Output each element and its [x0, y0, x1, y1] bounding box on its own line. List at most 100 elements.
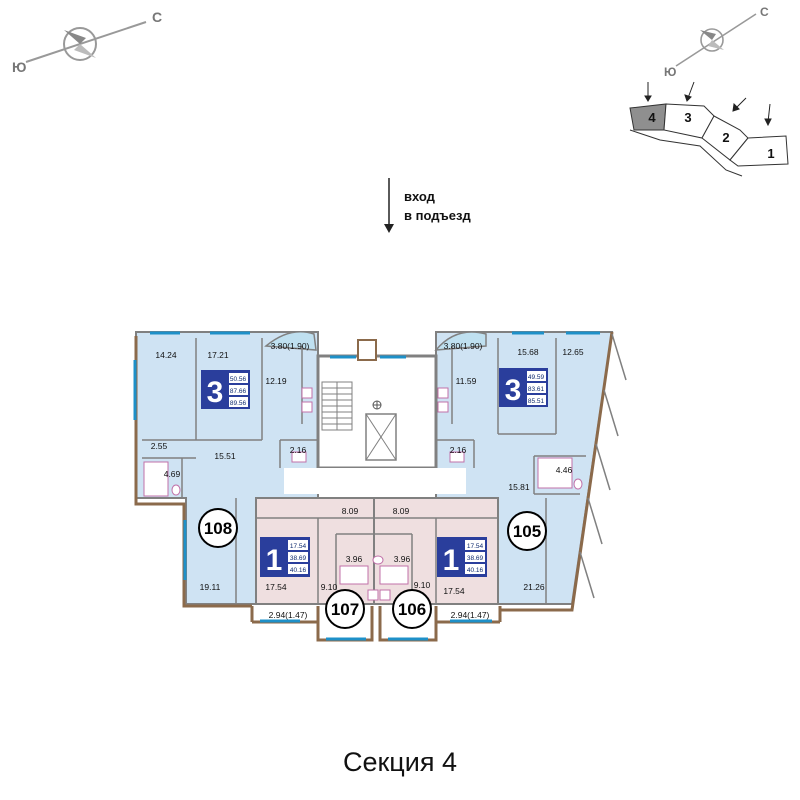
compass-right-north-label: С: [760, 5, 769, 19]
entrance-arrow-head: [384, 224, 394, 233]
apartment-105-circle: [507, 511, 547, 551]
badge-right-3-rooms: 3: [505, 374, 522, 407]
room-label-1219: 12.19: [265, 376, 287, 386]
toilet-right: [573, 478, 583, 490]
kitchen-stove-106: [379, 589, 391, 601]
badge-right-3: 3 49.59 83.61 85.51: [499, 368, 548, 407]
room-label-1754-107: 17.54: [265, 582, 287, 592]
compass-left-south-label: Ю: [12, 59, 26, 75]
elevator-cross-b: [365, 413, 397, 461]
loggia-left-top: [264, 331, 317, 351]
badge-right-3-area-2: 83.61: [528, 386, 545, 393]
apartment-107-circle: [325, 589, 365, 629]
room-label-809-right: 8.09: [393, 506, 410, 516]
compass-left-arrow-back: [74, 44, 96, 58]
badge-left-1-area-3: 40.16: [290, 567, 307, 574]
room-label-1265: 12.65: [562, 347, 584, 357]
room-label-380-right: 3.80(1.90): [444, 341, 483, 351]
badge-right-1-area-1: 17.54: [467, 543, 484, 550]
entrance-marker: вход в подъезд: [384, 178, 471, 233]
room-label-2126: 21.26: [523, 582, 545, 592]
compass-right-ring: [700, 28, 724, 52]
key-section-4-label: 4: [648, 110, 656, 125]
compass-right-arrow-back: [708, 40, 724, 50]
key-section-3-label: 3: [684, 110, 691, 125]
room-label-255: 2.55: [151, 441, 168, 451]
windows: [133, 331, 600, 641]
key-section-1-label: 1: [767, 146, 774, 161]
compass-left-ring: [63, 27, 97, 61]
room-label-396-right: 3.96: [394, 554, 411, 564]
badge-left-1: 1 17.54 38.69 40.16: [260, 537, 310, 577]
key-section-2-label: 2: [722, 130, 729, 145]
sink-right-wc: [449, 451, 465, 463]
compass-right-south-label: Ю: [664, 65, 676, 79]
core-chimney: [357, 339, 377, 361]
room-label-910-left: 9.10: [321, 582, 338, 592]
badge-left-1-area-1: 17.54: [290, 543, 307, 550]
apartment-numbers: 108 105 107 106: [198, 508, 547, 629]
corridor: [284, 468, 466, 494]
badge-right-1: 1 17.54 38.69 40.16: [437, 537, 487, 577]
room-label-910-right: 9.10: [414, 580, 431, 590]
badge-left-3-rooms: 3: [207, 376, 224, 409]
badge-right-3-area-1: 49.59: [528, 374, 545, 381]
badge-right-1-area-3: 40.16: [467, 567, 484, 574]
room-label-1721: 17.21: [207, 350, 229, 360]
key-entrance-arrows: [644, 81, 772, 127]
bathtub-107: [339, 565, 369, 585]
floor-plan: 14.24 17.21 3.80(1.90) 12.19 2.55 15.51 …: [133, 331, 627, 642]
stairs: [321, 381, 353, 431]
bathtub-left: [143, 461, 169, 497]
room-label-294-right: 2.94(1.47): [451, 610, 490, 620]
key-plan: 4 3 2 1: [629, 81, 789, 177]
apartment-107-number: 107: [331, 600, 359, 619]
compass-left-axis: [25, 21, 147, 63]
bathtub-106: [379, 565, 409, 585]
room-label-446: 4.46: [556, 465, 573, 475]
room-label-1159: 11.59: [456, 376, 477, 386]
room-label-809-left: 8.09: [342, 506, 359, 516]
badge-left-3: 3 50.56 87.66 89.56: [201, 370, 250, 409]
kitchen-stove-107: [367, 589, 379, 601]
room-label-1568: 15.68: [517, 347, 539, 357]
apartment-108-circle: [198, 508, 238, 548]
room-label-1424: 14.24: [155, 350, 177, 360]
room-labels: 14.24 17.21 3.80(1.90) 12.19 2.55 15.51 …: [151, 341, 584, 620]
key-section-1: [729, 135, 789, 167]
badge-left-3-area-2: 87.66: [230, 388, 247, 395]
badge-left-1-area-2: 38.69: [290, 555, 307, 562]
room-label-294-left: 2.94(1.47): [269, 610, 308, 620]
room-label-1581: 15.81: [508, 482, 530, 492]
toilet-shared: [372, 555, 384, 565]
kitchen-sink-left: [301, 401, 313, 413]
badge-right-1-area-2: 38.69: [467, 555, 484, 562]
badge-left-3-area-3: 89.56: [230, 400, 247, 407]
compass-left: С Ю: [12, 9, 162, 75]
badge-left-1-rooms: 1: [266, 544, 283, 577]
room-label-469: 4.69: [164, 469, 181, 479]
compass-left-north-label: С: [152, 9, 162, 25]
room-label-1754-106: 17.54: [443, 586, 465, 596]
section-caption: Секция 4: [342, 747, 457, 777]
badge-left-3-area-1: 50.56: [230, 376, 247, 383]
compass-right: С Ю: [664, 5, 769, 79]
partitions-center: [256, 517, 498, 604]
loggia-right-top: [434, 331, 487, 351]
apartment-106-number: 106: [398, 600, 426, 619]
apartment-105-number: 105: [513, 522, 541, 541]
compass-right-axis: [675, 13, 757, 67]
room-label-216-right: 2.16: [450, 445, 467, 455]
partitions-right: [436, 338, 586, 604]
room-label-1911: 19.11: [200, 582, 221, 592]
apartment-106-circle: [392, 589, 432, 629]
kitchen-sink-right: [437, 401, 449, 413]
entrance-label-line1: вход: [404, 189, 436, 204]
kitchen-stove-right: [437, 387, 449, 399]
key-outline: [629, 129, 743, 177]
room-label-216-left: 2.16: [290, 445, 307, 455]
toilet-left: [171, 484, 181, 496]
compass-right-arrow: [700, 30, 716, 40]
facade-fins-right: [579, 333, 627, 599]
